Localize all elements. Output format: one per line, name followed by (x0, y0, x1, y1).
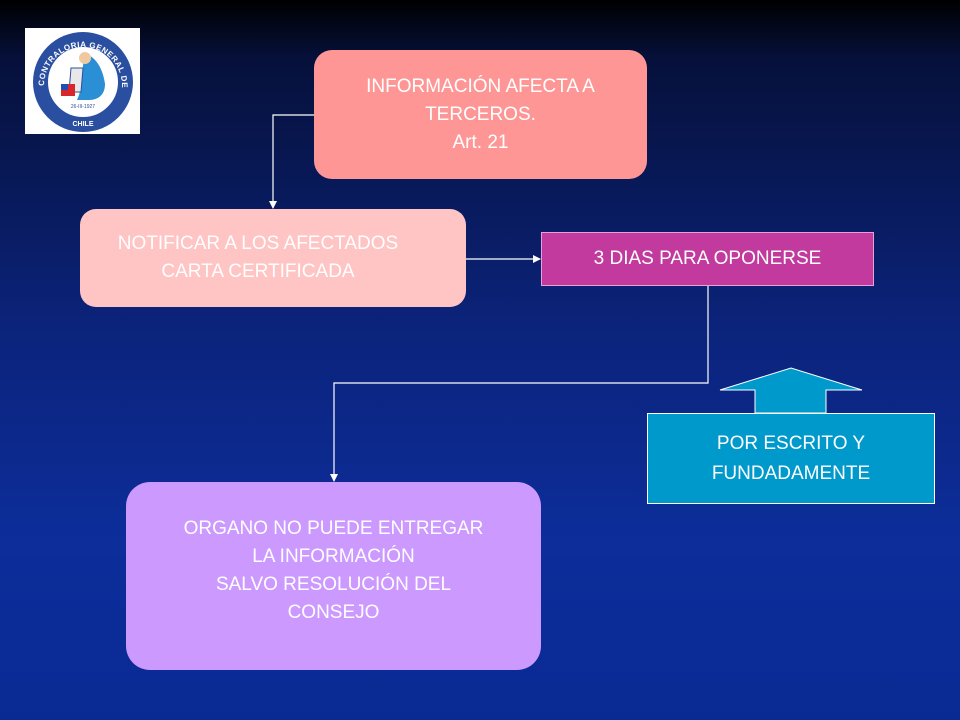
connector-info-to-notif (269, 114, 314, 209)
box-organo-text: ORGANO NO PUEDE ENTREGAR LA INFORMACIÓN … (183, 518, 484, 623)
box-informacion-afecta: INFORMACIÓN AFECTA A TERCEROS. Art. 21 (314, 50, 647, 179)
box-organo-no-puede: ORGANO NO PUEDE ENTREGAR LA INFORMACIÓN … (126, 482, 541, 670)
logo-country-text: CHILE (73, 121, 94, 128)
seal-emblem-icon: CONTRALORIA GENERAL DE LA REPUBLICA CHIL… (22, 21, 133, 132)
box-informacion-text: INFORMACIÓN AFECTA A TERCEROS. Art. 21 (366, 75, 595, 153)
logo-date-text: 26-III-1927 (71, 104, 95, 110)
box-3-dias-text: 3 DIAS PARA OPONERSE (593, 248, 822, 269)
box-3-dias: 3 DIAS PARA OPONERSE (541, 232, 874, 286)
box-por-escrito: POR ESCRITO Y FUNDADAMENTE (647, 413, 935, 504)
contraloria-logo: CONTRALORIA GENERAL DE LA REPUBLICA CHIL… (22, 21, 140, 134)
box-notificar-text: NOTIFICAR A LOS AFECTADOS CARTA CERTIFIC… (117, 233, 399, 282)
connector-dias-to-organo (330, 286, 709, 482)
box-por-escrito-text: POR ESCRITO Y FUNDADAMENTE (711, 432, 871, 484)
box-notificar-afectados: NOTIFICAR A LOS AFECTADOS CARTA CERTIFIC… (80, 209, 466, 307)
up-arrow-shape (719, 367, 863, 414)
